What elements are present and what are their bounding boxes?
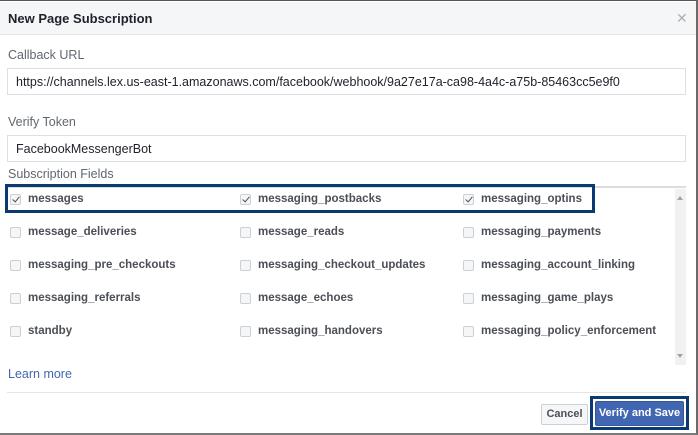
verify-token-label: Verify Token [8,115,76,129]
field-messaging-pre-checkouts[interactable]: messaging_pre_checkouts [10,257,176,273]
dialog-title: New Page Subscription [8,11,153,26]
verify-and-save-button[interactable]: Verify and Save [595,401,684,426]
checkbox[interactable] [240,325,251,337]
field-label: messaging_policy_enforcement [481,325,657,337]
verify-token-input[interactable]: FacebookMessengerBot [7,135,686,162]
field-label: messages [28,193,84,205]
field-messages[interactable]: messages [10,191,84,207]
field-messaging-optins[interactable]: messaging_optins [463,191,582,207]
checkbox[interactable] [240,292,251,304]
field-label: messaging_payments [481,226,602,238]
checkbox[interactable] [463,259,474,271]
field-label: messaging_checkout_updates [258,259,426,271]
checkbox-checked[interactable] [240,193,251,205]
scroll-down-arrow-icon[interactable] [677,354,683,358]
subscription-fields-list [7,186,686,366]
field-label: message_deliveries [28,226,137,238]
dialog-header: New Page Subscription ✕ [0,2,696,35]
field-label: message_reads [258,226,345,238]
field-label: messaging_game_plays [481,292,614,304]
field-label: messaging_account_linking [481,259,636,271]
learn-more-link[interactable]: Learn more [8,367,72,381]
subscription-fields-label: Subscription Fields [8,167,114,181]
checkbox[interactable] [463,226,474,238]
checkbox-checked[interactable] [463,193,474,205]
close-icon[interactable]: ✕ [676,10,688,26]
field-messaging-account-linking[interactable]: messaging_account_linking [463,257,635,273]
scroll-up-arrow-icon[interactable] [677,196,683,200]
footer-divider [7,392,686,393]
field-label: messaging_referrals [28,292,141,304]
field-label: messaging_optins [481,193,582,205]
checkbox[interactable] [10,325,21,337]
checkbox[interactable] [240,259,251,271]
cancel-button[interactable]: Cancel [541,404,588,425]
checkbox[interactable] [10,292,21,304]
field-message-deliveries[interactable]: message_deliveries [10,224,137,240]
callback-url-label: Callback URL [8,48,85,62]
checkbox[interactable] [240,226,251,238]
checkbox[interactable] [10,259,21,271]
field-messaging-payments[interactable]: messaging_payments [463,224,601,240]
field-messaging-referrals[interactable]: messaging_referrals [10,290,141,306]
field-label: message_echoes [258,292,354,304]
checkbox-checked[interactable] [10,193,21,205]
field-messaging-game-plays[interactable]: messaging_game_plays [463,290,613,306]
field-label: messaging_handovers [258,325,383,337]
field-messaging-checkout-updates[interactable]: messaging_checkout_updates [240,257,425,273]
checkbox[interactable] [463,325,474,337]
field-messaging-policy-enforcement[interactable]: messaging_policy_enforcement [463,323,656,339]
field-label: messaging_postbacks [258,193,382,205]
fields-scrollbar[interactable] [675,189,686,365]
checkbox[interactable] [463,292,474,304]
field-label: standby [28,325,73,337]
checkbox[interactable] [10,226,21,238]
field-messaging-postbacks[interactable]: messaging_postbacks [240,191,381,207]
field-standby[interactable]: standby [10,323,72,339]
field-message-reads[interactable]: message_reads [240,224,344,240]
field-label: messaging_pre_checkouts [28,259,176,271]
callback-url-input[interactable]: https://channels.lex.us-east-1.amazonaws… [7,68,686,95]
field-message-echoes[interactable]: message_echoes [240,290,353,306]
field-messaging-handovers[interactable]: messaging_handovers [240,323,383,339]
